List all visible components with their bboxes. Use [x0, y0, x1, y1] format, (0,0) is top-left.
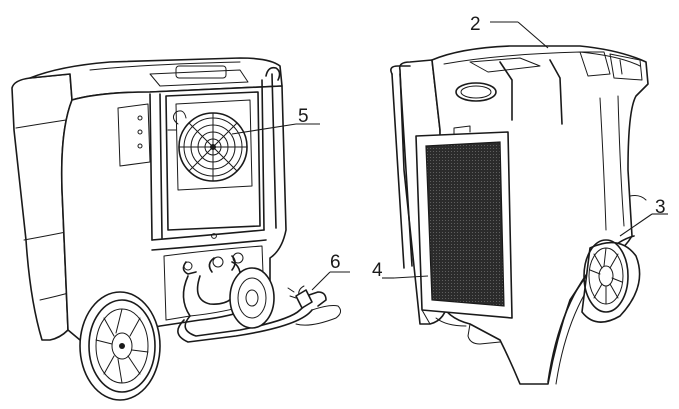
- callout-label: 2: [470, 14, 481, 35]
- callout-3: 3: [619, 197, 668, 237]
- callout-4: 4: [372, 260, 429, 281]
- rear-unit-left-wheel: [79, 291, 161, 401]
- callout-label: 3: [655, 197, 666, 218]
- rear-unit-right-wheel: [229, 267, 275, 329]
- rear-view-unit: [11, 57, 342, 401]
- callout-label: 5: [298, 106, 309, 127]
- front-view-unit: [390, 45, 649, 385]
- callout-6: 6: [311, 252, 350, 291]
- exhaust-fan: [167, 110, 248, 182]
- power-cord: [177, 285, 342, 343]
- callout-label: 4: [372, 260, 383, 281]
- carry-handle-slot: [455, 82, 497, 102]
- callout-5: 5: [231, 106, 320, 135]
- callout-label: 6: [330, 252, 341, 273]
- callout-2: 2: [470, 14, 549, 49]
- air-filter-mesh: [425, 141, 505, 307]
- front-unit-wheel: [581, 239, 641, 323]
